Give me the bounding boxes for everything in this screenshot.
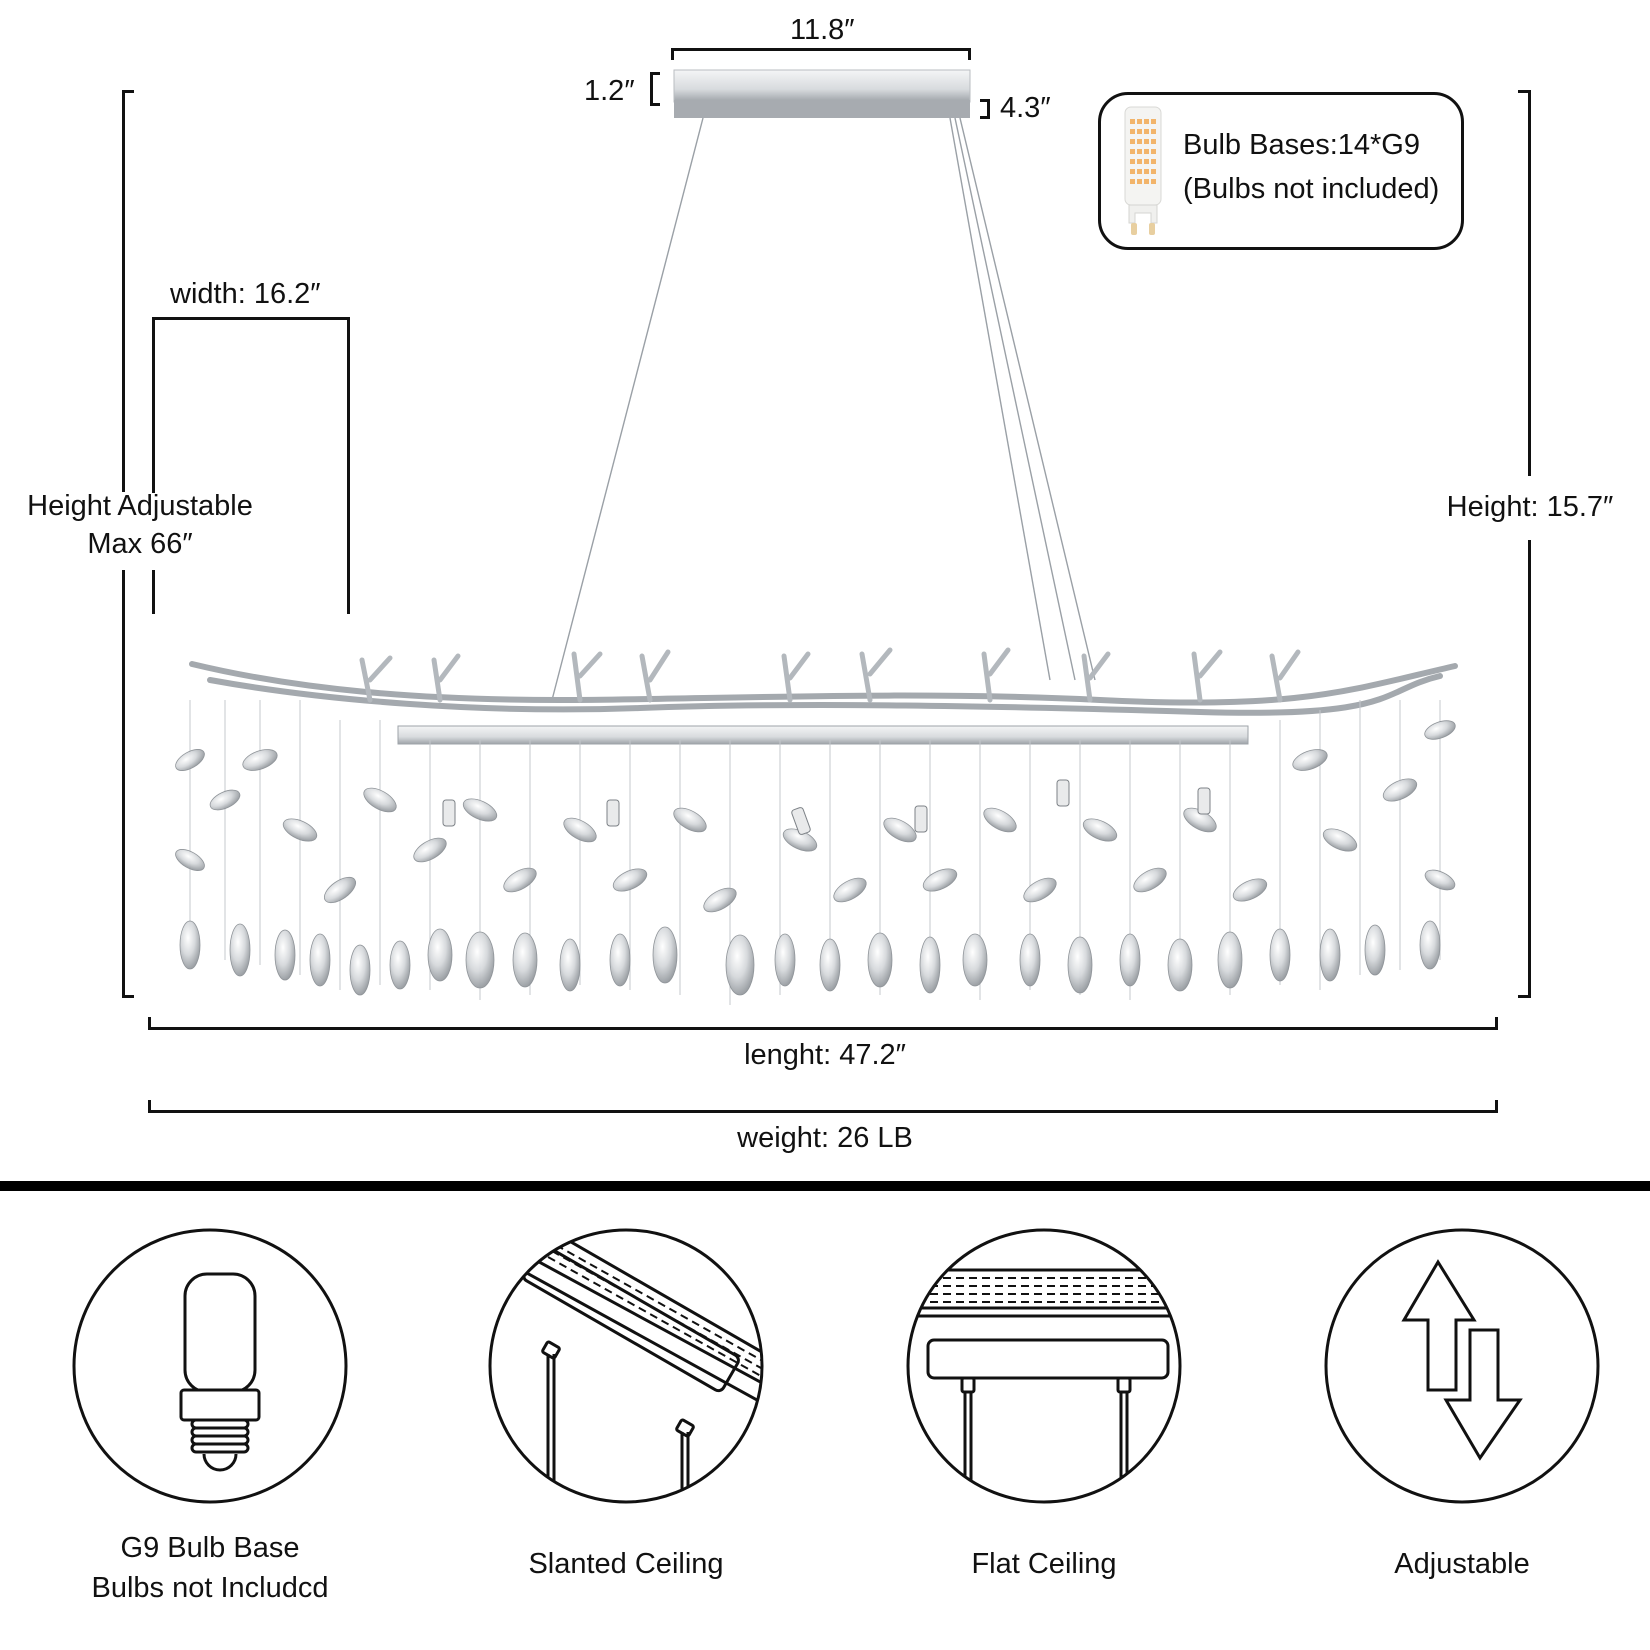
canopy-depth-label: 4.3″ <box>1000 92 1051 124</box>
bulb-bases-callout: Bulb Bases:14*G9 (Bulbs not included) <box>1098 92 1464 250</box>
height-label: Height: 15.7″ <box>1446 491 1614 523</box>
weight-tick-right <box>1495 1100 1498 1113</box>
feature-label: Flat Ceiling <box>971 1548 1117 1580</box>
canopy-length-tick-right <box>968 48 971 60</box>
height-line-top <box>1528 90 1531 476</box>
length-tick-left <box>148 1017 151 1030</box>
weight-tick-left <box>148 1100 151 1113</box>
height-tick-top <box>1518 90 1530 93</box>
weight-line <box>148 1110 1498 1113</box>
feature-g9-bulb-base: G9 Bulb Base Bulbs not Includcd <box>60 1226 360 1608</box>
height-adjustable-tick-top <box>122 90 134 93</box>
canopy-length-tick-left <box>671 48 674 60</box>
flat-ceiling-icon <box>906 1228 1182 1504</box>
height-adjustable-tick-bottom <box>122 995 134 998</box>
bulbs-not-included-text: (Bulbs not included) <box>1183 173 1440 205</box>
feature-sublabel: Bulbs not Includcd <box>91 1572 329 1604</box>
canopy-length-line <box>671 48 971 51</box>
canopy-depth-bracket-top <box>980 99 990 102</box>
feature-label: G9 Bulb Base <box>120 1532 300 1564</box>
adjustable-arrows-icon <box>1324 1228 1600 1504</box>
width-label: width: 16.2″ <box>170 278 321 310</box>
length-line <box>148 1027 1498 1030</box>
width-line-left-top <box>152 317 155 493</box>
feature-label: Adjustable <box>1394 1548 1530 1580</box>
section-divider <box>0 1181 1650 1191</box>
height-adjustable-label: Height Adjustable <box>27 490 253 522</box>
weight-label: weight: 26 LB <box>737 1122 913 1154</box>
g9-bulb-base-icon <box>72 1228 348 1504</box>
height-adjustable-line-bottom <box>122 570 125 998</box>
canopy-depth-bracket-bottom <box>980 116 990 119</box>
bulb-bases-text: Bulb Bases:14*G9 <box>1183 129 1420 161</box>
height-line-bottom <box>1528 540 1531 998</box>
canopy-height-bracket <box>650 72 653 106</box>
canopy-length-label: 11.8″ <box>790 14 855 46</box>
feature-adjustable: Adjustable <box>1312 1226 1612 1584</box>
max-height-label: Max 66″ <box>87 528 193 560</box>
feature-label: Slanted Ceiling <box>528 1548 724 1580</box>
width-line <box>152 317 350 320</box>
feature-flat-ceiling: Flat Ceiling <box>894 1226 1194 1584</box>
slanted-ceiling-icon <box>488 1228 764 1504</box>
width-line-left-bottom <box>152 570 155 614</box>
canopy-depth-bracket <box>987 99 990 119</box>
g9-led-bulb-icon <box>1124 106 1162 235</box>
height-adjustable-line-top <box>122 90 125 492</box>
chandelier-image <box>175 69 1458 1005</box>
canopy-height-label: 1.2″ <box>584 75 635 107</box>
height-tick-bottom <box>1518 995 1530 998</box>
length-tick-right <box>1495 1017 1498 1030</box>
width-line-right <box>347 317 350 614</box>
canopy-height-bracket-bottom <box>650 103 660 106</box>
length-label: lenght: 47.2″ <box>744 1039 906 1071</box>
canopy-height-bracket-top <box>650 72 660 75</box>
feature-slanted-ceiling: Slanted Ceiling <box>476 1226 776 1584</box>
